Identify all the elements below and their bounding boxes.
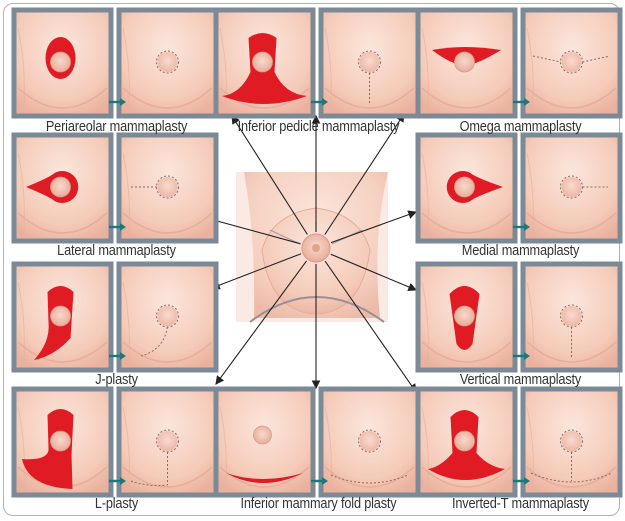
before-image-inferior-pedicle <box>216 10 313 116</box>
after-image-inverted-t <box>523 389 620 495</box>
after-image-periareolar <box>119 10 216 116</box>
caption-l-plasty: L-plasty <box>26 496 206 512</box>
after-image-j-plasty <box>119 264 216 370</box>
caption-medial: Medial mammaplasty <box>430 243 610 259</box>
caption-lateral: Lateral mammaplasty <box>26 243 206 259</box>
after-image-omega <box>523 10 620 116</box>
before-image-inferior-fold <box>216 389 313 495</box>
panel-medial <box>418 135 620 241</box>
panel-periareolar <box>14 10 216 116</box>
before-image-periareolar <box>14 10 111 116</box>
panel-inverted-t <box>418 389 620 495</box>
after-image-vertical <box>523 264 620 370</box>
before-image-omega <box>418 10 515 116</box>
caption-inferior-fold: Inferior mammary fold plasty <box>228 496 408 512</box>
before-image-vertical <box>418 264 515 370</box>
caption-j-plasty: J-plasty <box>26 372 206 388</box>
panel-inferior-fold <box>216 389 418 495</box>
after-image-medial <box>523 135 620 241</box>
before-image-l-plasty <box>14 389 111 495</box>
panel-omega <box>418 10 620 116</box>
caption-inferior-pedicle: Inferior pedicle mammaplasty <box>228 119 408 135</box>
before-image-medial <box>418 135 515 241</box>
before-image-inverted-t <box>418 389 515 495</box>
caption-vertical: Vertical mammaplasty <box>430 372 610 388</box>
caption-inverted-t: Inverted-T mammaplasty <box>430 496 610 512</box>
panel-l-plasty <box>14 389 216 495</box>
before-image-lateral <box>14 135 111 241</box>
panel-vertical <box>418 264 620 370</box>
caption-periareolar: Periareolar mammaplasty <box>26 119 206 135</box>
caption-omega: Omega mammaplasty <box>430 119 610 135</box>
center-breast-illustration <box>236 172 388 322</box>
after-image-l-plasty <box>119 389 216 495</box>
panel-lateral <box>14 135 216 241</box>
after-image-lateral <box>119 135 216 241</box>
after-image-inferior-pedicle <box>321 10 418 116</box>
panel-inferior-pedicle <box>216 10 418 116</box>
before-image-j-plasty <box>14 264 111 370</box>
after-image-inferior-fold <box>321 389 418 495</box>
panel-j-plasty <box>14 264 216 370</box>
